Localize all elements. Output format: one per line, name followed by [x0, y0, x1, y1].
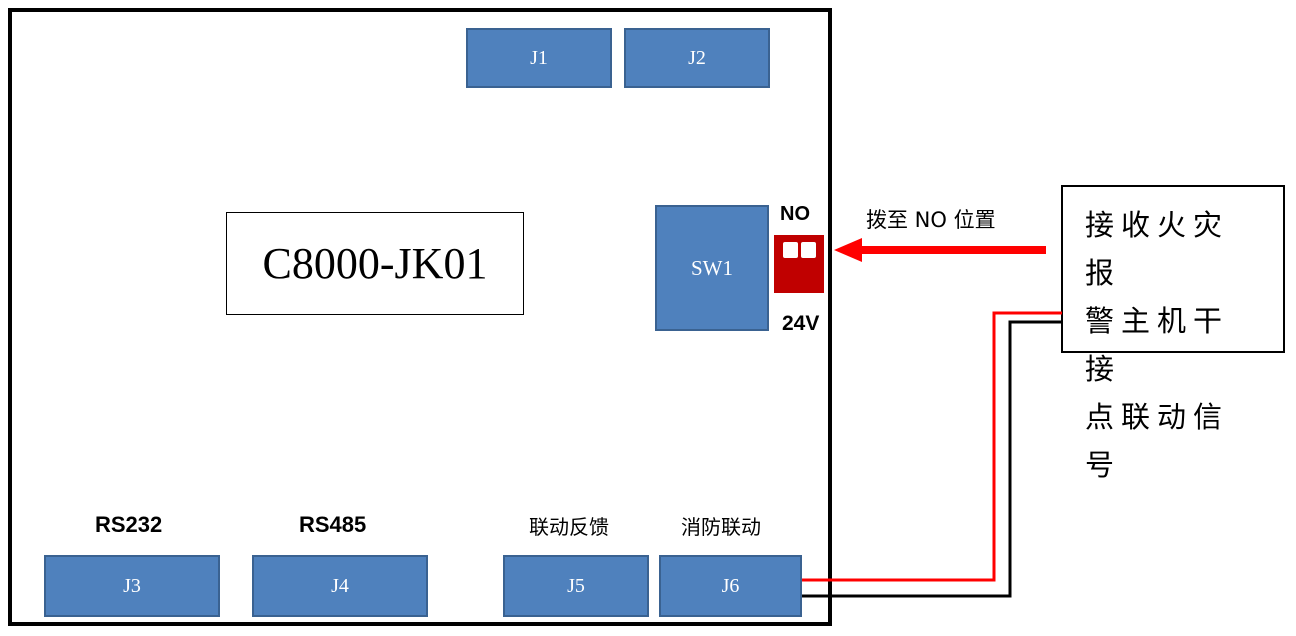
fire-alarm-signal-box: 接收火灾报 警主机干接 点联动信号 [1061, 185, 1285, 482]
wire-negative [802, 320, 1062, 598]
signal-line-1: 接收火灾报 [1085, 208, 1230, 290]
connector-j6: J6 [659, 555, 802, 617]
connector-j5: J5 [503, 555, 649, 617]
switch-sw1: SW1 [655, 205, 769, 331]
switch-no-label: NO [780, 203, 810, 225]
signal-line-2: 警主机干接 [1085, 304, 1230, 386]
port-label-rs485: RS485 [299, 512, 367, 537]
switch-24v-label: 24V [782, 312, 820, 335]
circuit-board-outline [8, 8, 832, 626]
dip-key-2 [801, 242, 816, 258]
port-label-fire-linkage: 消防联动 [681, 515, 761, 539]
board-model-label: C8000-JK01 [226, 212, 524, 315]
dip-switch [774, 235, 824, 293]
connector-j4: J4 [252, 555, 428, 617]
connector-j3: J3 [44, 555, 220, 617]
port-label-feedback: 联动反馈 [529, 515, 609, 539]
wire-positive [802, 311, 1062, 582]
port-label-rs232: RS232 [95, 512, 163, 537]
connector-j2: J2 [624, 28, 770, 88]
instruction-arrow [834, 238, 1046, 262]
connector-j1: J1 [466, 28, 612, 88]
dip-key-1 [783, 242, 798, 258]
switch-instruction: 拨至 NO 位置 [866, 208, 996, 232]
signal-line-3: 点联动信号 [1085, 400, 1230, 482]
